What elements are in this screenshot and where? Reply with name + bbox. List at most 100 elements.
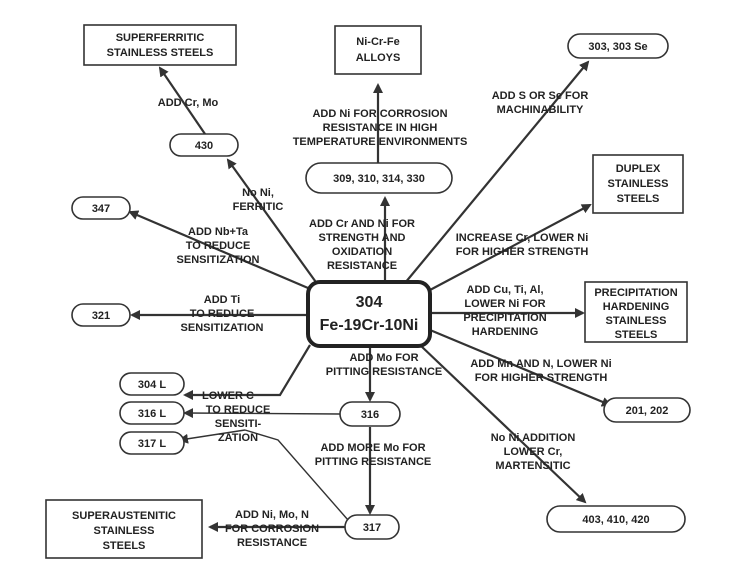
center-grade: 304	[356, 294, 383, 311]
label-add-mn-n-line1: ADD Mn AND N, LOWER Ni	[470, 358, 611, 370]
label-add-cr-mo-line1: ADD Cr, Mo	[158, 97, 219, 109]
label-add-ni-corr-line3: TEMPERATURE ENVIRONMENTS	[293, 136, 468, 148]
label-add-mo-pitting-line2: PITTING RESISTANCE	[326, 366, 443, 378]
node-321-label: 321	[92, 310, 110, 322]
node-201: 201, 202	[603, 397, 691, 423]
label-increase-cr-line1: INCREASE Cr, LOWER Ni	[456, 232, 589, 244]
label-add-ni-mo-n: ADD Ni, Mo, N FOR CORROSION RESISTANCE	[225, 509, 319, 549]
node-317: 317	[344, 514, 400, 540]
node-316-label: 316	[361, 409, 379, 421]
label-add-cr-ni-line3: OXIDATION	[332, 246, 392, 258]
label-lower-c-line2: TO REDUCE	[206, 404, 271, 416]
node-superferritic: SUPERFERRITIC STAINLESS STEELS	[83, 24, 237, 66]
label-no-ni-addition: No Ni ADDITION LOWER Cr, MARTENSITIC	[491, 432, 576, 472]
label-add-cr-ni-line4: RESISTANCE	[327, 260, 397, 272]
node-347: 347	[71, 196, 131, 220]
connectors	[128, 60, 612, 532]
node-309: 309, 310, 314, 330	[305, 162, 453, 194]
label-add-nb-ta: ADD Nb+Ta TO REDUCE SENSITIZATION	[177, 226, 260, 266]
connector-to-317l	[244, 429, 349, 521]
connector-to-430	[226, 158, 319, 286]
label-add-cu-ti-al-line1: ADD Cu, Ti, Al,	[467, 284, 544, 296]
label-no-ni-addition-line3: MARTENSITIC	[495, 460, 570, 472]
label-add-more-mo-line1: ADD MORE Mo FOR	[320, 442, 425, 454]
node-304l-label: 304 L	[138, 379, 166, 391]
connector-to-superferritic	[158, 66, 206, 135]
connector-to-317l-arrow	[178, 429, 246, 444]
node-precip-line1: PRECIPITATION	[594, 287, 677, 299]
label-add-ni-mo-n-line1: ADD Ni, Mo, N	[235, 509, 309, 521]
node-303-label: 303, 303 Se	[588, 41, 647, 53]
node-nicrfe: Ni-Cr-Fe ALLOYS	[334, 25, 422, 75]
label-add-s-se-line2: MACHINABILITY	[497, 104, 584, 116]
node-430-label: 430	[195, 140, 213, 152]
label-add-cu-ti-al-line2: LOWER Ni FOR	[464, 298, 545, 310]
node-347-label: 347	[92, 203, 110, 215]
node-superaust-line3: STEELS	[103, 540, 146, 552]
node-precip: PRECIPITATION HARDENING STAINLESS STEELS	[584, 281, 688, 343]
node-nicrfe-line2: ALLOYS	[356, 52, 401, 64]
label-add-nb-ta-line1: ADD Nb+Ta	[188, 226, 249, 238]
connector-to-316l	[183, 408, 341, 419]
label-lower-c-line3: SENSITI-	[215, 418, 262, 430]
connector-to-304l	[183, 344, 311, 400]
label-no-ni-ferritic: No Ni, FERRITIC	[233, 187, 284, 213]
node-317l: 317 L	[119, 431, 185, 455]
label-add-nb-ta-line2: TO REDUCE	[186, 240, 251, 252]
node-316l: 316 L	[119, 401, 185, 425]
label-no-ni-ferritic-line1: No Ni,	[242, 187, 274, 199]
label-add-mn-n-line2: FOR HIGHER STRENGTH	[475, 372, 608, 384]
label-no-ni-addition-line2: LOWER Cr,	[504, 446, 563, 458]
node-nicrfe-line1: Ni-Cr-Fe	[356, 36, 399, 48]
label-add-cu-ti-al: ADD Cu, Ti, Al, LOWER Ni FOR PRECIPITATI…	[463, 284, 546, 338]
label-add-cu-ti-al-line4: HARDENING	[472, 326, 539, 338]
node-superaust: SUPERAUSTENITIC STAINLESS STEELS	[45, 499, 203, 559]
node-303: 303, 303 Se	[567, 33, 669, 59]
connector-to-duplex	[429, 204, 592, 291]
label-add-s-se-line1: ADD S OR Se FOR	[492, 90, 589, 102]
label-add-more-mo-line2: PITTING RESISTANCE	[315, 456, 432, 468]
label-lower-c: LOWER C TO REDUCE SENSITI- ZATION	[202, 390, 270, 444]
node-superferritic-line1: SUPERFERRITIC	[116, 32, 205, 44]
node-403: 403, 410, 420	[546, 505, 686, 533]
node-center-304: 304 Fe-19Cr-10Ni	[306, 280, 432, 348]
node-duplex-line3: STEELS	[617, 193, 660, 205]
node-precip-line3: STAINLESS	[606, 315, 667, 327]
node-317-label: 317	[363, 522, 381, 534]
label-no-ni-addition-line1: No Ni ADDITION	[491, 432, 576, 444]
connector-to-303	[404, 60, 590, 284]
label-add-ni-mo-n-line2: FOR CORROSION	[225, 523, 319, 535]
label-add-cr-mo: ADD Cr, Mo	[158, 97, 219, 109]
label-add-ti-line3: SENSITIZATION	[181, 322, 264, 334]
label-add-more-mo: ADD MORE Mo FOR PITTING RESISTANCE	[315, 442, 432, 468]
label-add-ti: ADD Ti TO REDUCE SENSITIZATION	[181, 294, 264, 334]
label-increase-cr-line2: FOR HIGHER STRENGTH	[456, 246, 589, 258]
node-403-label: 403, 410, 420	[582, 514, 649, 526]
label-add-cu-ti-al-line3: PRECIPITATION	[463, 312, 546, 324]
label-add-cr-ni-line1: ADD Cr AND Ni FOR	[309, 218, 415, 230]
label-add-ni-corr-line1: ADD Ni FOR CORROSION	[312, 108, 447, 120]
label-no-ni-ferritic-line2: FERRITIC	[233, 201, 284, 213]
label-lower-c-line1: LOWER C	[202, 390, 254, 402]
node-201-label: 201, 202	[626, 405, 669, 417]
node-duplex-line1: DUPLEX	[616, 163, 661, 175]
node-309-label: 309, 310, 314, 330	[333, 173, 425, 185]
label-add-cr-ni: ADD Cr AND Ni FOR STRENGTH AND OXIDATION…	[309, 218, 415, 272]
node-430: 430	[169, 133, 239, 157]
connector-to-403	[419, 344, 587, 504]
label-lower-c-line4: ZATION	[218, 432, 258, 444]
node-316: 316	[339, 401, 401, 427]
label-add-nb-ta-line3: SENSITIZATION	[177, 254, 260, 266]
label-add-ti-line1: ADD Ti	[204, 294, 240, 306]
node-superferritic-line2: STAINLESS STEELS	[107, 47, 214, 59]
label-add-ni-corr-line2: RESISTANCE IN HIGH	[323, 122, 438, 134]
center-composition: Fe-19Cr-10Ni	[320, 317, 419, 334]
label-add-ti-line2: TO REDUCE	[190, 308, 255, 320]
node-superaust-line2: STAINLESS	[94, 525, 155, 537]
label-add-mn-n: ADD Mn AND N, LOWER Ni FOR HIGHER STRENG…	[470, 358, 611, 384]
label-add-mo-pitting: ADD Mo FOR PITTING RESISTANCE	[326, 352, 443, 378]
label-add-ni-mo-n-line3: RESISTANCE	[237, 537, 307, 549]
node-304l: 304 L	[119, 372, 185, 396]
node-precip-line4: STEELS	[615, 329, 658, 341]
